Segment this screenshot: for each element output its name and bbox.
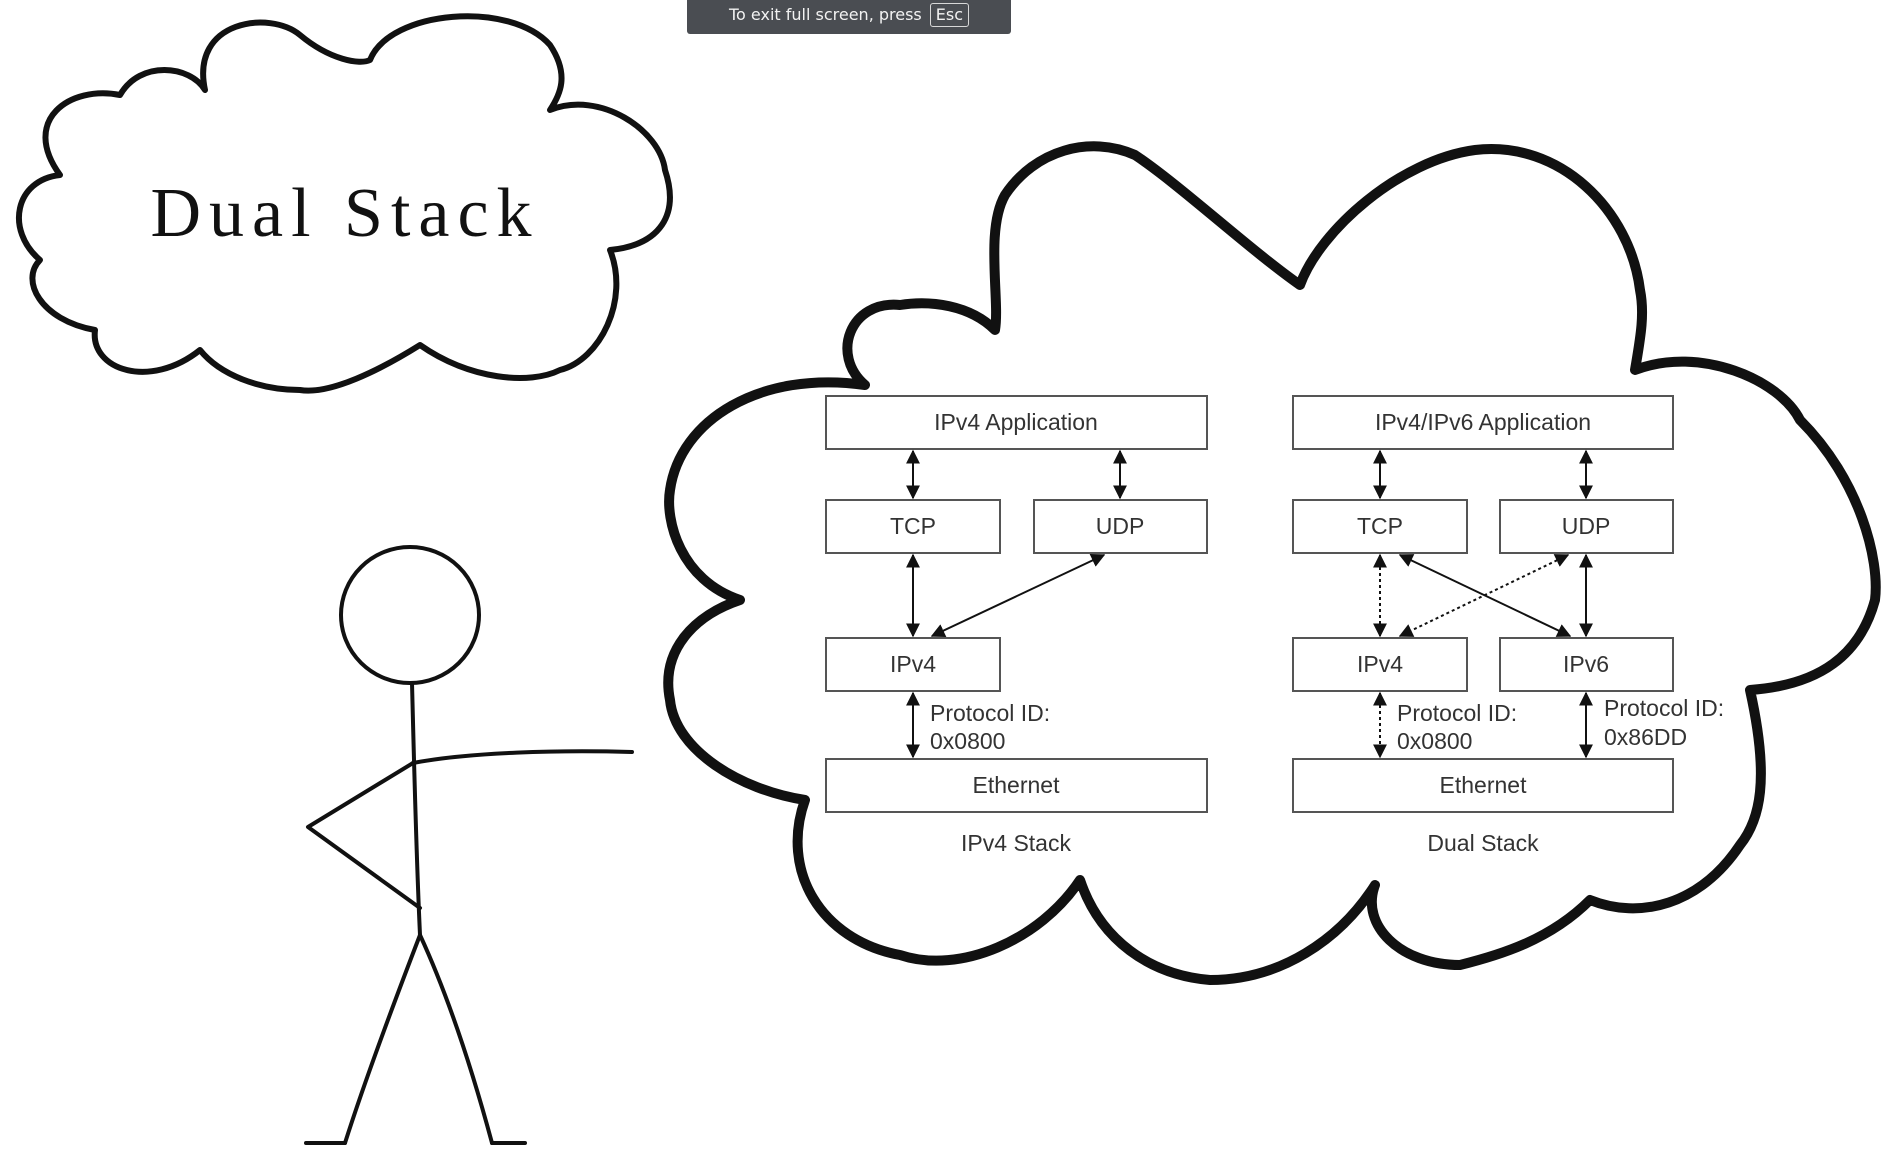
ipv4-stack-caption: IPv4 Stack bbox=[961, 830, 1071, 856]
title-cloud-outline bbox=[15, 13, 673, 394]
dual-protocol-v6-label: Protocol ID: bbox=[1604, 695, 1724, 721]
dual-stack-caption: Dual Stack bbox=[1427, 830, 1539, 856]
dual-ipv4-box bbox=[1292, 637, 1468, 692]
dual-stack-diagram: IPv4/IPv6 Application TCP UDP IPv4 IPv6 … bbox=[1292, 395, 1724, 856]
ipv4-ethernet-label: Ethernet bbox=[973, 772, 1061, 798]
dual-ipv6-box bbox=[1499, 637, 1674, 692]
ipv4-tcp-box bbox=[825, 499, 1001, 554]
ipv4-application-label: IPv4 Application bbox=[934, 409, 1098, 435]
stick-figure-body bbox=[410, 681, 422, 937]
dual-udp-label: UDP bbox=[1562, 513, 1611, 539]
ipv4-network-label: IPv4 bbox=[890, 651, 936, 677]
title-cloud-text: Dual Stack bbox=[150, 175, 539, 252]
dual-ipv4-label: IPv4 bbox=[1357, 651, 1403, 677]
stick-figure-left-leg bbox=[343, 933, 422, 1145]
dual-tcp-box bbox=[1292, 499, 1468, 554]
dual-protocol-v4-label: Protocol ID: bbox=[1397, 700, 1517, 726]
fullscreen-exit-text: To exit full screen, press bbox=[728, 4, 922, 24]
stick-figure-right-arm bbox=[411, 749, 634, 765]
ipv4-arrow-udp-ip bbox=[930, 554, 1106, 637]
dual-ipv6-label: IPv6 bbox=[1563, 651, 1609, 677]
fullscreen-exit-banner: To exit full screen, press Esc bbox=[687, 0, 1011, 34]
dual-application-label: IPv4/IPv6 Application bbox=[1375, 409, 1591, 435]
dual-application-box bbox=[1292, 395, 1674, 450]
dual-protocol-v4-value: 0x0800 bbox=[1397, 728, 1472, 754]
ipv4-ethernet-box bbox=[825, 758, 1208, 813]
ipv4-application-box bbox=[825, 395, 1208, 450]
ipv4-udp-label: UDP bbox=[1096, 513, 1145, 539]
ipv4-udp-box bbox=[1033, 499, 1208, 554]
stick-figure-head bbox=[339, 545, 481, 685]
stick-figure-left-arm bbox=[306, 761, 422, 910]
ipv4-network-box bbox=[825, 637, 1001, 692]
ipv4-tcp-label: TCP bbox=[890, 513, 936, 539]
dual-ethernet-label: Ethernet bbox=[1440, 772, 1528, 798]
esc-key-hint: Esc bbox=[929, 3, 970, 27]
dual-protocol-v6-value: 0x86DD bbox=[1604, 724, 1687, 750]
stick-figure-right-leg bbox=[418, 933, 494, 1145]
dual-arrow-udp-ipv4 bbox=[1398, 554, 1570, 637]
stick-figure bbox=[304, 545, 634, 1145]
dual-udp-box bbox=[1499, 499, 1674, 554]
diagram-cloud-outline bbox=[663, 141, 1881, 985]
dual-tcp-label: TCP bbox=[1357, 513, 1403, 539]
ipv4-stack-diagram: IPv4 Application TCP UDP IPv4 Ethernet P… bbox=[825, 395, 1208, 856]
dual-ethernet-box bbox=[1292, 758, 1674, 813]
ipv4-protocol-id-value: 0x0800 bbox=[930, 728, 1005, 754]
ipv4-protocol-id-label: Protocol ID: bbox=[930, 700, 1050, 726]
